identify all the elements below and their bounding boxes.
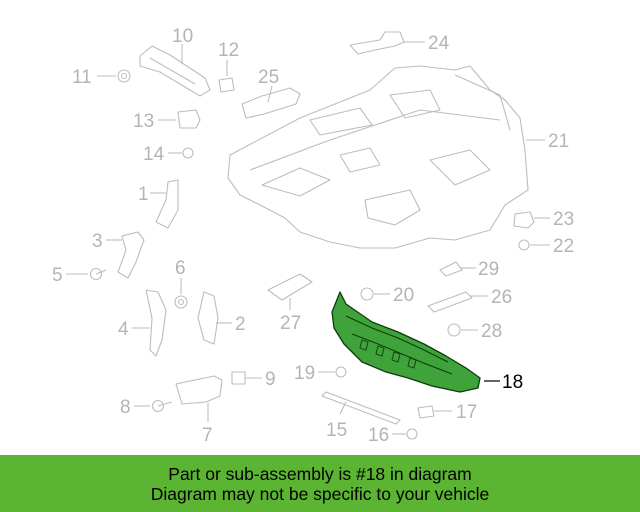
leader-15 [339, 401, 347, 415]
callout-13[interactable]: 13 [133, 111, 154, 132]
callout-3[interactable]: 3 [92, 231, 103, 252]
info-banner: Part or sub-assembly is #18 in diagram D… [0, 455, 640, 512]
callout-28[interactable]: 28 [481, 321, 502, 342]
part-20-nut[interactable] [360, 287, 374, 301]
callout-14[interactable]: 14 [143, 144, 165, 165]
callout-6[interactable]: 6 [175, 258, 186, 279]
callout-23[interactable]: 23 [553, 209, 574, 230]
part-2-bracket[interactable] [197, 291, 219, 345]
part-13-bracket[interactable] [177, 109, 201, 129]
callout-2[interactable]: 2 [235, 314, 246, 335]
part-12-retainer[interactable] [218, 77, 235, 93]
part-27-plate[interactable] [267, 273, 313, 301]
callout-17[interactable]: 17 [456, 402, 477, 423]
banner-line-1: Part or sub-assembly is #18 in diagram [168, 463, 472, 484]
part-21-underbody-shield[interactable] [227, 65, 529, 249]
callout-7[interactable]: 7 [202, 425, 213, 446]
part-25-bracket[interactable] [241, 87, 301, 119]
callout-12[interactable]: 12 [218, 40, 239, 61]
callout-26[interactable]: 26 [491, 287, 512, 308]
part-24-bracket[interactable] [349, 31, 405, 55]
part-3-bracket[interactable] [117, 231, 145, 279]
part-19-bolt[interactable] [335, 366, 347, 378]
part-1-deflector[interactable] [155, 179, 179, 229]
callout-11[interactable]: 11 [72, 67, 92, 88]
part-23-nut[interactable] [513, 211, 535, 229]
part-15-seal-strip[interactable] [321, 391, 401, 425]
part-28-clip[interactable] [447, 323, 461, 337]
callout-15[interactable]: 15 [326, 420, 347, 441]
callout-4[interactable]: 4 [118, 319, 129, 340]
callout-20[interactable]: 20 [393, 285, 414, 306]
part-29-clip[interactable] [439, 261, 463, 277]
callout-22[interactable]: 22 [553, 236, 574, 257]
callout-29[interactable]: 29 [478, 259, 499, 280]
part-14-clip[interactable] [182, 147, 194, 159]
callout-5[interactable]: 5 [52, 265, 63, 286]
callout-18[interactable]: 18 [502, 372, 523, 393]
callout-10[interactable]: 10 [172, 26, 193, 47]
part-7-deflector[interactable] [175, 375, 223, 405]
callout-21[interactable]: 21 [548, 131, 569, 152]
callout-1[interactable]: 1 [138, 184, 149, 205]
part-22-bolt[interactable] [518, 239, 530, 251]
callout-16[interactable]: 16 [368, 425, 389, 446]
callout-9[interactable]: 9 [265, 369, 276, 390]
part-16-bolt[interactable] [406, 428, 418, 440]
callout-19[interactable]: 19 [294, 363, 315, 384]
callout-25[interactable]: 25 [258, 67, 279, 88]
part-5-bolt[interactable] [89, 267, 107, 281]
part-4-bracket[interactable] [145, 289, 167, 357]
leader-25 [267, 85, 273, 103]
callout-24[interactable]: 24 [428, 33, 450, 54]
part-18-front-shield-highlighted[interactable] [331, 291, 481, 393]
part-26-strip[interactable] [427, 291, 473, 313]
part-6-clip[interactable] [174, 295, 188, 309]
callout-27[interactable]: 27 [280, 313, 301, 334]
parts-diagram: 21 10 11 12 13 14 24 25 1 [52, 26, 574, 446]
part-10-bracket[interactable] [139, 45, 211, 97]
part-17-clip[interactable] [417, 405, 435, 419]
callout-8[interactable]: 8 [120, 397, 131, 418]
banner-line-2: Diagram may not be specific to your vehi… [150, 483, 490, 504]
part-11-clip[interactable] [117, 69, 131, 83]
part-9-clip[interactable] [231, 371, 246, 385]
part-8-bolt[interactable] [151, 399, 173, 413]
